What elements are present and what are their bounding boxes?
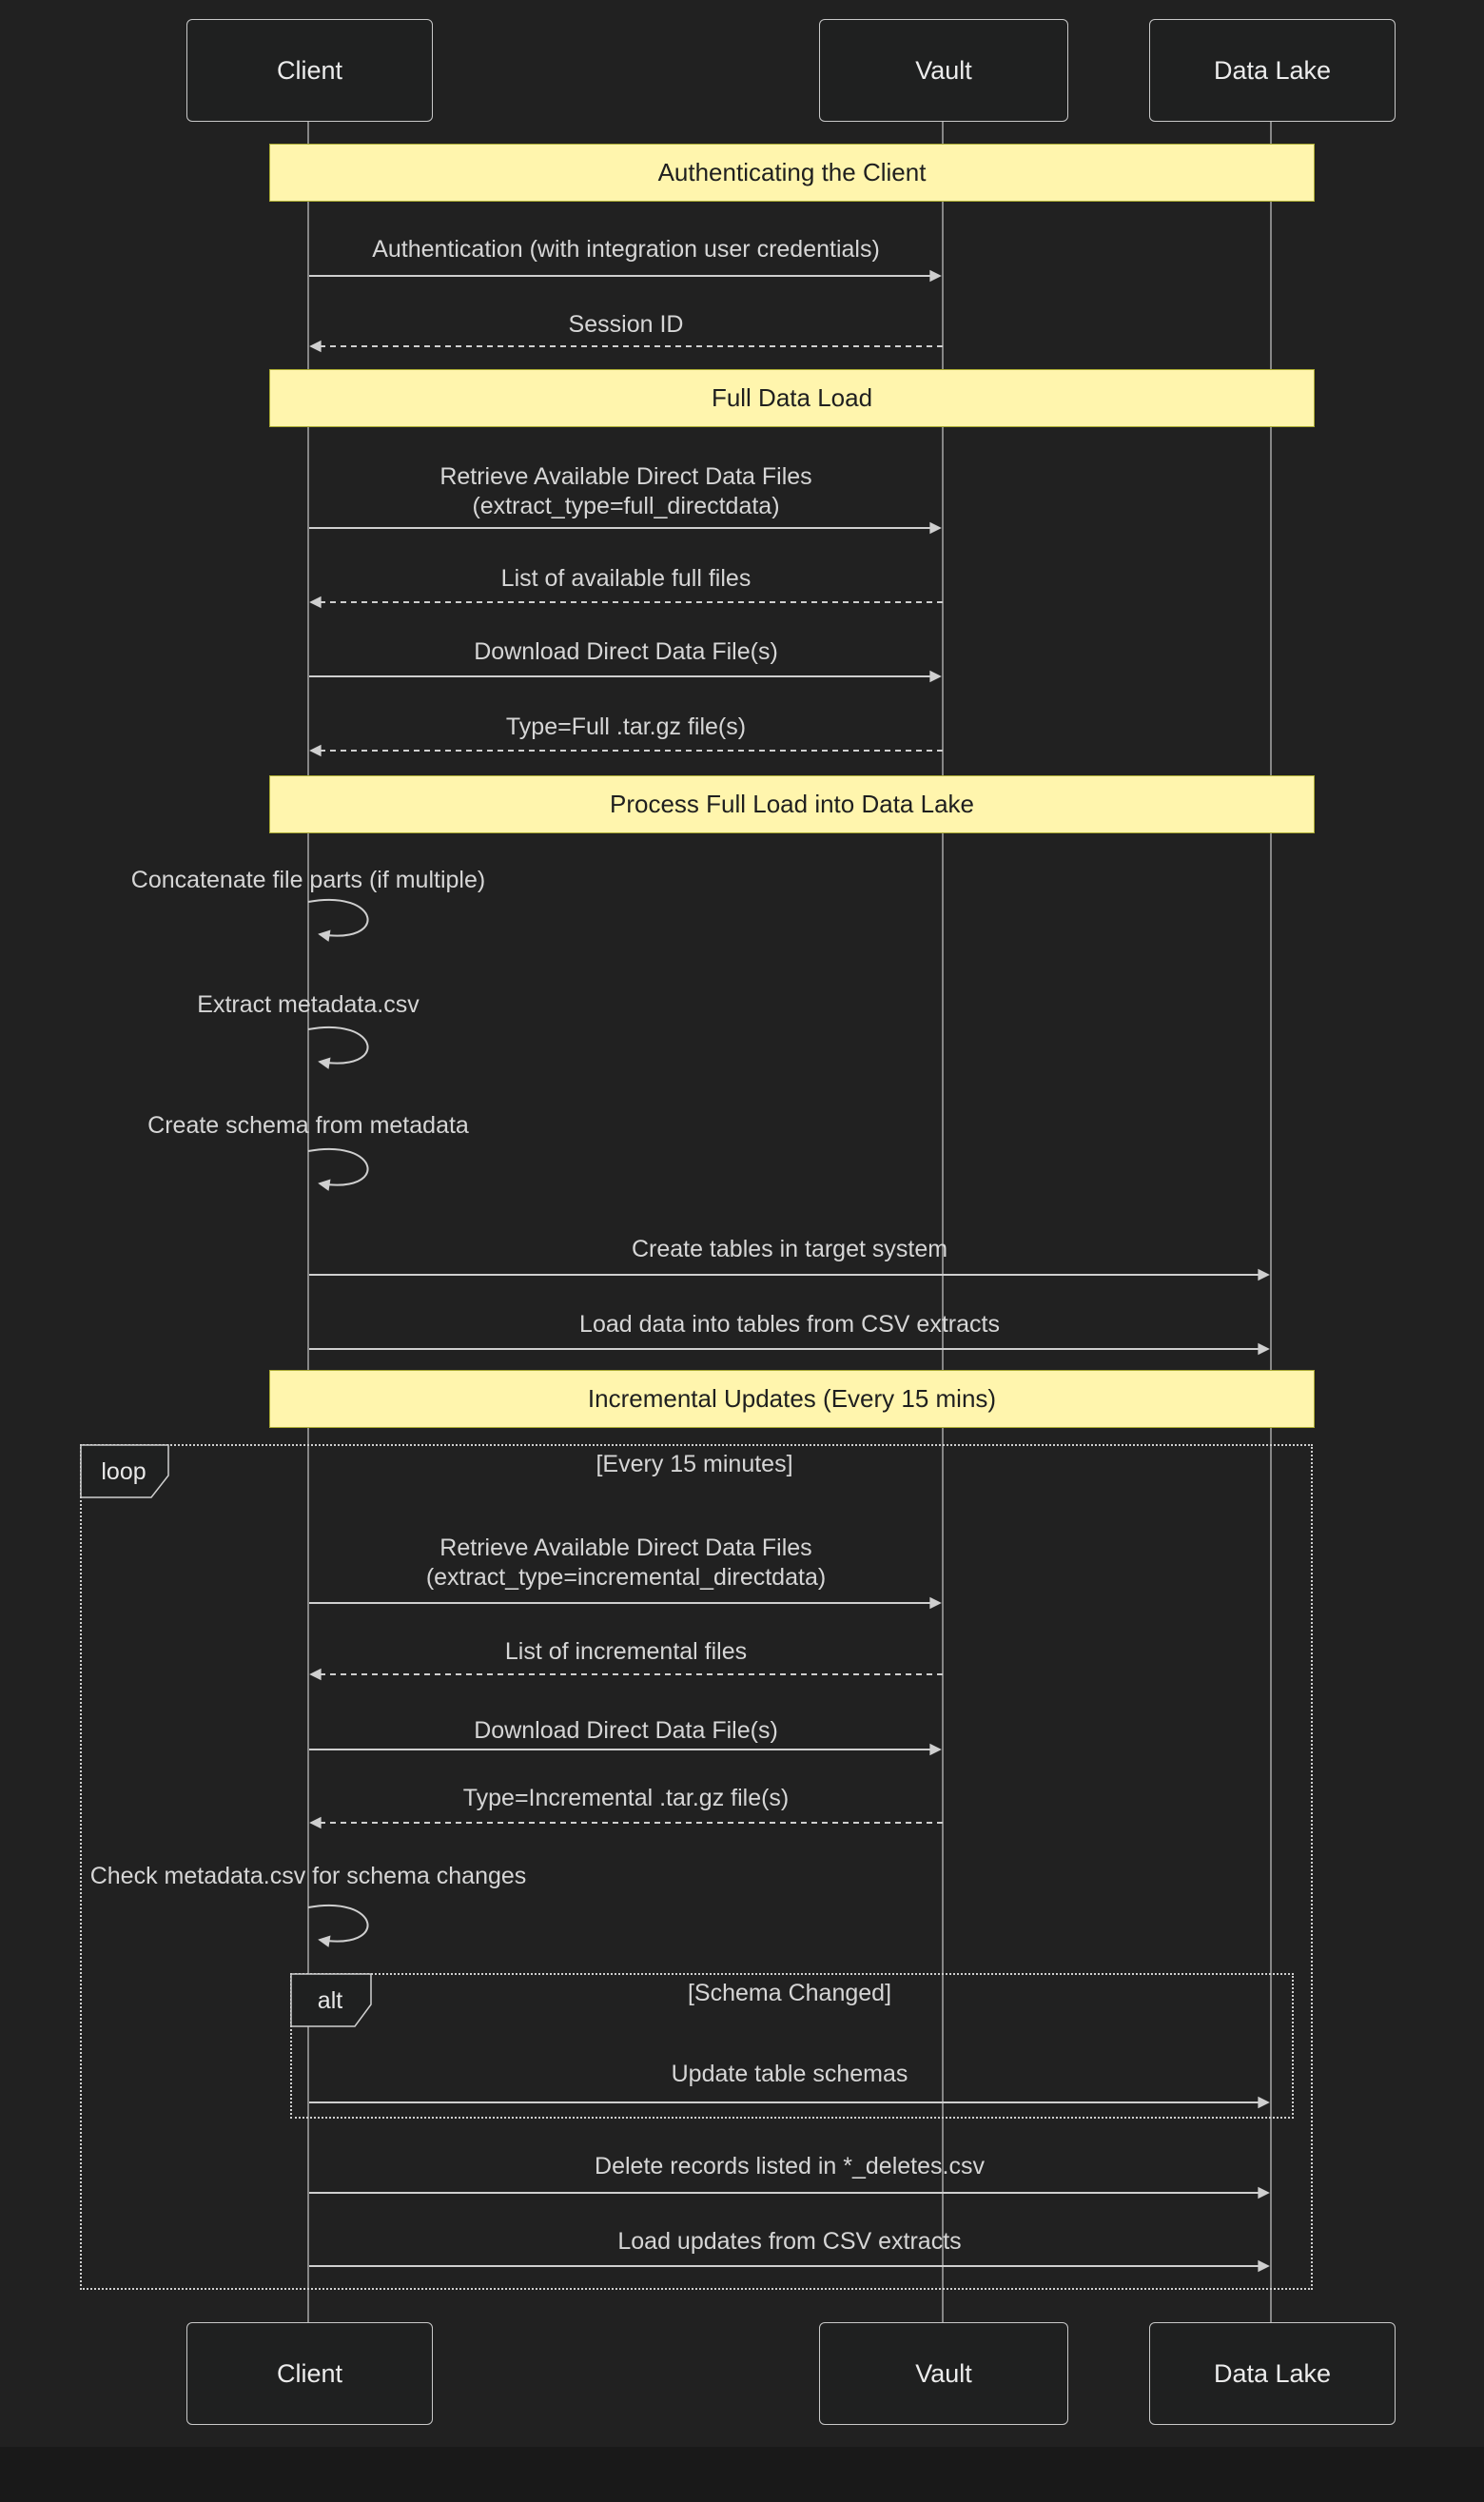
section-note-authenticating: Authenticating the Client — [269, 144, 1315, 202]
section-note-full-load: Full Data Load — [269, 369, 1315, 427]
message-update-schemas: Update table schemas — [671, 2061, 908, 2087]
message-full-targz: Type=Full .tar.gz file(s) — [505, 713, 747, 740]
message-session-id: Session ID — [568, 311, 684, 338]
actor-data-lake-label: Data Lake — [1213, 55, 1332, 85]
message-authentication: Authentication (with integration user cr… — [372, 236, 880, 263]
message-line: Retrieve Available Direct Data Files — [439, 463, 812, 490]
selfloop-create-schema — [307, 1148, 369, 1191]
actor-vault-top: Vault — [819, 19, 1068, 122]
actor-client-label: Client — [276, 55, 343, 85]
message-line: (extract_type=full_directdata) — [472, 493, 780, 519]
selfloop-check-metadata — [307, 1905, 369, 1947]
actor-data-lake-label: Data Lake — [1213, 2358, 1332, 2388]
section-note-process-full-load: Process Full Load into Data Lake — [269, 775, 1315, 833]
message-concatenate: Concatenate file parts (if multiple) — [130, 867, 486, 893]
diagram-canvas: loop alt [Every 15 minutes] [Schema Chan… — [80, 19, 1396, 2425]
actor-vault-label: Vault — [915, 55, 972, 85]
selfloop-extract-metadata — [307, 1026, 369, 1069]
message-create-schema: Create schema from metadata — [147, 1112, 469, 1139]
loop-frame — [80, 1444, 1313, 2290]
loop-condition: [Every 15 minutes] — [596, 1451, 793, 1477]
message-retrieve-full-files: Retrieve Available Direct Data Files (ex… — [439, 462, 811, 521]
actor-data-lake-top: Data Lake — [1149, 19, 1396, 122]
actor-data-lake-bottom: Data Lake — [1149, 2322, 1396, 2425]
message-download-full: Download Direct Data File(s) — [474, 638, 778, 665]
alt-frame — [290, 1973, 1294, 2119]
loop-tab-shape — [80, 1444, 169, 1498]
loop-label-tab: loop — [80, 1444, 169, 1498]
message-list-incremental-files: List of incremental files — [504, 1638, 748, 1665]
message-load-data: Load data into tables from CSV extracts — [579, 1311, 1000, 1338]
section-note-incremental-updates: Incremental Updates (Every 15 mins) — [269, 1370, 1315, 1428]
selfloop-concatenate — [307, 899, 369, 942]
actor-client-bottom: Client — [186, 2322, 433, 2425]
alt-label-tab: alt — [290, 1973, 372, 2027]
message-line: (extract_type=incremental_directdata) — [425, 1564, 827, 1591]
actor-vault-bottom: Vault — [819, 2322, 1068, 2425]
alt-label: alt — [318, 1987, 342, 2014]
diagram-wires — [307, 120, 1272, 2322]
message-download-incremental: Download Direct Data File(s) — [474, 1717, 778, 1744]
message-check-metadata: Check metadata.csv for schema changes — [89, 1863, 527, 1889]
actor-client-label: Client — [276, 2358, 343, 2388]
loop-label: loop — [101, 1458, 146, 1485]
message-create-tables: Create tables in target system — [631, 1236, 948, 1262]
alt-condition: [Schema Changed] — [687, 1980, 892, 2006]
message-line: Retrieve Available Direct Data Files — [439, 1534, 812, 1561]
message-extract-metadata: Extract metadata.csv — [197, 991, 420, 1018]
message-incremental-targz: Type=Incremental .tar.gz file(s) — [462, 1785, 790, 1811]
actor-vault-label: Vault — [915, 2358, 972, 2388]
message-list-full-files: List of available full files — [500, 565, 752, 592]
message-delete-records: Delete records listed in *_deletes.csv — [595, 2153, 985, 2179]
actor-client-top: Client — [186, 19, 433, 122]
message-retrieve-incremental-files: Retrieve Available Direct Data Files (ex… — [426, 1534, 826, 1593]
message-load-updates: Load updates from CSV extracts — [617, 2228, 962, 2255]
alt-tab-shape — [290, 1973, 372, 2027]
